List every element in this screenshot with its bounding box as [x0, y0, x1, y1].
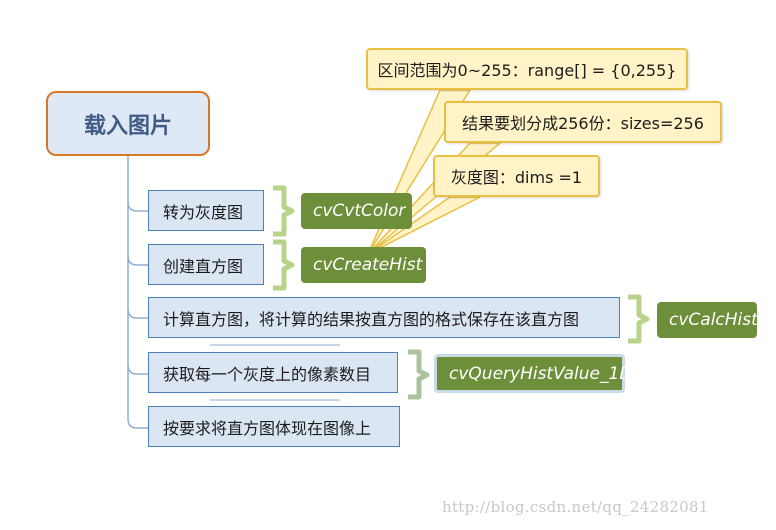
step-node-render[interactable]: 按要求将直方图体现在图像上	[148, 406, 400, 447]
step-node-grayscale[interactable]: 转为灰度图	[148, 190, 264, 231]
bracket-2	[273, 239, 295, 291]
api-label-calchist[interactable]: cvCalcHist	[657, 302, 758, 338]
watermark-url: http://blog.csdn.net/qq_24282081	[442, 498, 709, 516]
tree-branch-2	[127, 255, 148, 266]
callout-range[interactable]: 区间范围为0~255：range[] = {0,255}	[366, 48, 688, 90]
tree-branch-1	[127, 201, 148, 212]
bracket-4	[408, 349, 430, 400]
bracket-3	[628, 294, 650, 344]
api-label-queryhistvalue[interactable]: cvQueryHistValue_1D	[434, 354, 632, 393]
api-label-createhist[interactable]: cvCreateHist	[301, 247, 426, 283]
root-node[interactable]: 载入图片	[46, 91, 210, 156]
tree-branch-4	[127, 364, 148, 375]
tree-branch-3	[127, 308, 148, 319]
callout-sizes[interactable]: 结果要划分成256份：sizes=256	[444, 101, 722, 143]
tree-trunk	[127, 156, 148, 429]
api-label-cvtcolor[interactable]: cvCvtColor	[301, 193, 412, 229]
step-node-query-value[interactable]: 获取每一个灰度上的像素数目	[148, 352, 398, 393]
step-node-calc-hist[interactable]: 计算直方图，将计算的结果按直方图的格式保存在该直方图	[148, 297, 620, 338]
callout-dims[interactable]: 灰度图：dims =1	[433, 155, 600, 197]
step-node-create-hist[interactable]: 创建直方图	[148, 244, 264, 285]
bracket-1	[273, 185, 295, 237]
